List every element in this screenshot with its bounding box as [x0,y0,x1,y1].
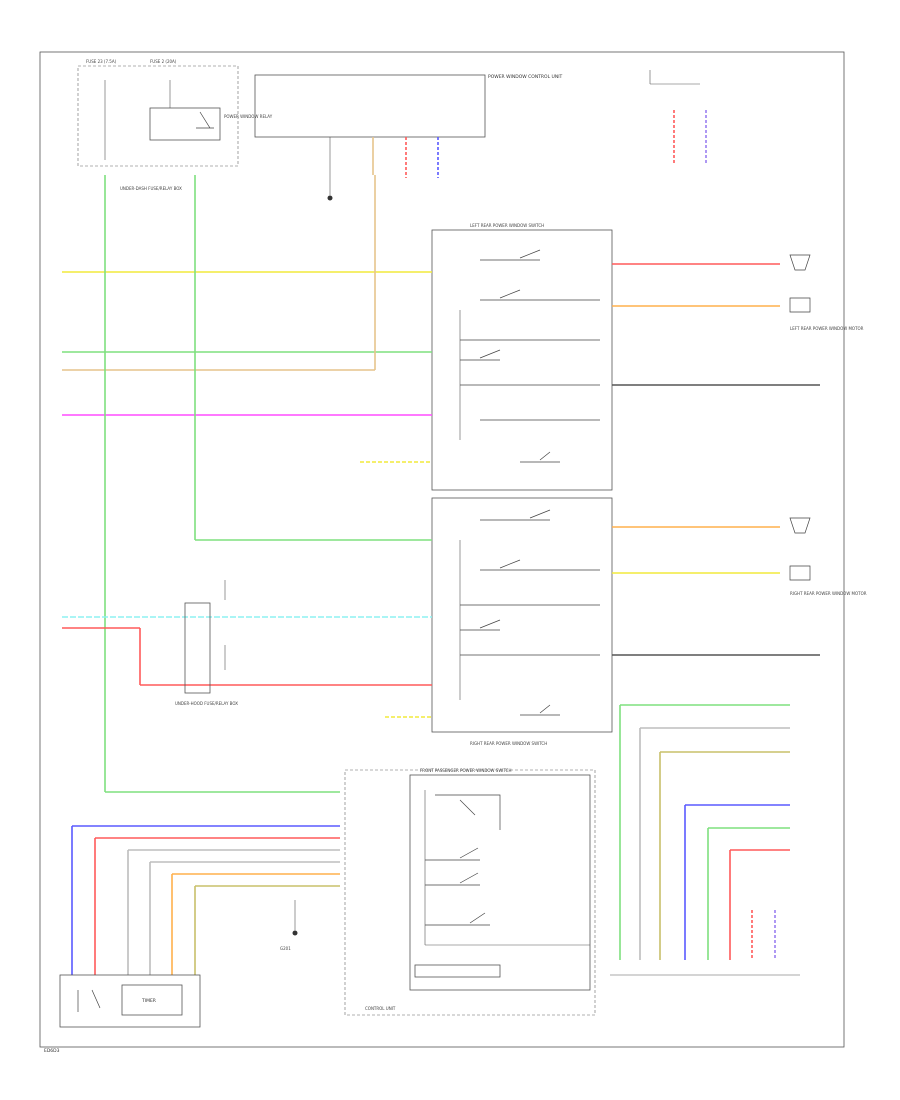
left-rear-switch: LEFT REAR POWER WINDOW SWITCH [431,223,613,491]
right-rear-switch-label: RIGHT REAR POWER WINDOW SWITCH [470,741,547,746]
fuse-label-left: FUSE 23 (7.5A) [86,59,117,64]
diagram-frame [39,51,845,1048]
left-motor-label: LEFT REAR POWER WINDOW MOTOR [790,326,864,331]
left-rear-motor: LEFT REAR POWER WINDOW MOTOR [789,254,864,331]
module-title: POWER WINDOW CONTROL UNIT [488,74,563,80]
passenger-window-switch: FRONT PASSENGER POWER WINDOW SWITCH CONT… [344,768,596,1016]
top-module: POWER WINDOW CONTROL UNIT [254,74,563,201]
right-motor-label: RIGHT REAR POWER WINDOW MOTOR [790,591,867,596]
junction-label: UNDER-HOOD FUSE/RELAY BOX [175,701,238,706]
timer-block: TIMER [59,974,201,1028]
right-rear-motor: RIGHT REAR POWER WINDOW MOTOR [789,517,867,596]
harness-wires [62,175,820,793]
control-unit-label: CONTROL UNIT [365,1006,396,1011]
fuse-box-label: UNDER-DASH FUSE/RELAY BOX [120,186,182,191]
timer-label: TIMER [141,998,156,1004]
relay-label: POWER WINDOW RELAY [224,114,273,119]
fuse-label-right: FUSE 2 (20A) [150,59,177,64]
left-rear-switch-label: LEFT REAR POWER WINDOW SWITCH [470,223,544,228]
top-left-fuse-area: FUSE 23 (7.5A) FUSE 2 (20A) POWER WINDOW… [77,59,273,191]
top-right-connector [649,70,707,165]
passenger-switch-label: FRONT PASSENGER POWER WINDOW SWITCH [420,768,511,773]
ground-label: G201 [280,946,291,951]
right-bus [610,704,800,976]
right-rear-switch: RIGHT REAR POWER WINDOW SWITCH [431,497,613,746]
bottom-left-harness: G201 [71,825,340,975]
footer-id: ED6D3 [44,1048,60,1054]
junction-block: UNDER-HOOD FUSE/RELAY BOX [175,580,238,706]
